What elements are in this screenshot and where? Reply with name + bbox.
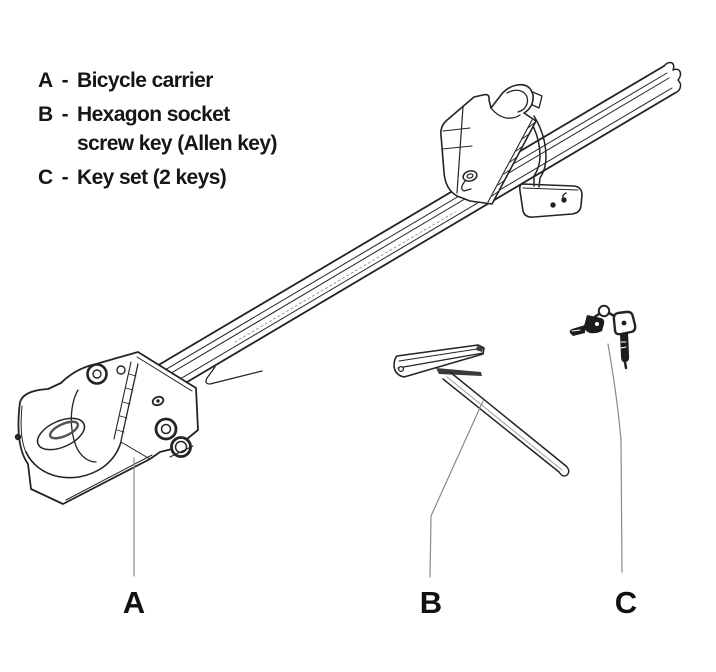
legend-dash: - — [61, 103, 69, 126]
rail-texture-line — [234, 211, 456, 343]
legend-text-a: Bicycle carrier — [77, 66, 213, 95]
leader-line-b — [429, 400, 484, 578]
callout-leader-lines — [133, 343, 623, 578]
legend-letter-b: B — [38, 103, 53, 126]
hex-socket-end — [397, 365, 405, 373]
knob — [86, 363, 108, 385]
legend-letter-c: C — [38, 166, 53, 189]
legend-key-b: B - — [38, 100, 77, 158]
hatch-marks — [116, 373, 137, 433]
carrier-lock-housing — [14, 351, 199, 505]
parts-legend: A - Bicycle carrier B - Hexagon socket s… — [38, 66, 277, 197]
housing-details — [14, 356, 193, 501]
keyhole — [14, 433, 22, 441]
key-set-drawing — [569, 304, 637, 370]
knob — [154, 417, 178, 441]
legend-item-bicycle-carrier: A - Bicycle carrier — [38, 66, 277, 95]
rail-top-edge — [139, 65, 665, 377]
clamp-details — [441, 89, 535, 203]
callout-label-b: B — [420, 585, 442, 620]
legend-line: Hexagon socket — [77, 103, 230, 126]
legend-item-key-set: C - Key set (2 keys) — [38, 163, 277, 192]
allen-key-shaft — [449, 371, 567, 467]
leader-line-c — [607, 343, 623, 573]
legend-letter-a: A — [38, 69, 53, 92]
rail-groove-line — [145, 77, 670, 389]
shaft-tip — [558, 465, 570, 477]
knob — [170, 436, 192, 458]
legend-line: Bicycle carrier — [77, 69, 213, 92]
legend-dash: - — [61, 166, 69, 189]
rail-mount-tab — [205, 366, 263, 385]
bracket-hole — [550, 202, 556, 208]
clamp-strap — [528, 118, 541, 187]
screw-head — [116, 365, 126, 375]
legend-line: Key set (2 keys) — [77, 166, 227, 189]
rail-end-cap — [663, 61, 682, 94]
legend-key-c: C - — [38, 163, 77, 192]
housing-knobs — [86, 363, 194, 458]
callout-label-c: C — [615, 585, 637, 620]
key-head — [584, 315, 605, 334]
key-ring — [597, 304, 611, 318]
allen-key-shaft — [442, 378, 560, 473]
hatch-marks — [491, 122, 535, 197]
legend-text-c: Key set (2 keys) — [77, 163, 227, 192]
legend-line: screw key (Allen key) — [77, 132, 277, 155]
legend-key-a: A - — [38, 66, 77, 95]
carrier-wheel-clamp — [440, 83, 583, 218]
allen-key-drawing — [393, 344, 570, 477]
legend-text-b: Hexagon socket screw key (Allen key) — [77, 100, 277, 158]
legend-dash: - — [61, 69, 69, 92]
carrier-rail — [139, 61, 682, 405]
rail-groove-line — [142, 72, 668, 384]
clamp-bracket-plate — [518, 183, 583, 218]
rail-bottom-edge — [149, 92, 676, 405]
handle-slot — [436, 368, 482, 376]
rail-bottom-inner-line — [147, 87, 673, 399]
clamp-hook — [506, 89, 529, 113]
clamp-strap — [533, 115, 547, 188]
legend-item-allen-key: B - Hexagon socket screw key (Allen key) — [38, 100, 277, 158]
bracket-hole — [561, 197, 567, 203]
callout-label-a: A — [123, 585, 145, 620]
